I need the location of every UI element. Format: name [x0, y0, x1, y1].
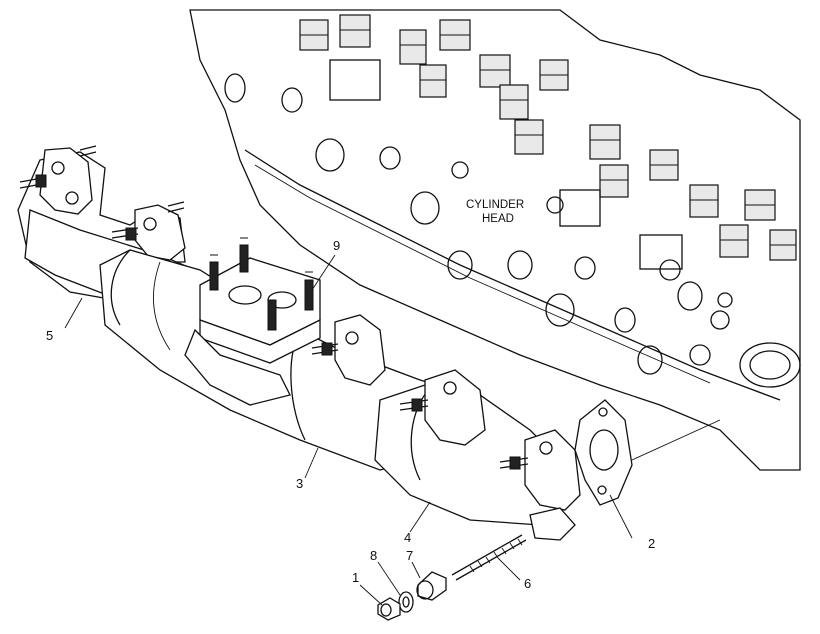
callout-1: 1	[352, 570, 359, 585]
cylinder-head: CYLINDER HEAD	[189, 9, 801, 471]
exhaust-manifold	[17, 145, 581, 541]
callout-9: 9	[333, 238, 340, 253]
callout-4: 4	[404, 530, 411, 545]
callout-3: 3	[296, 476, 303, 491]
cylinder-head-label-line2: HEAD	[482, 213, 514, 225]
callout-7: 7	[406, 548, 413, 563]
callout-6: 6	[524, 576, 531, 591]
valve-train	[299, 14, 797, 308]
exhaust-gasket	[574, 399, 633, 506]
head-face-holes	[224, 73, 801, 388]
cylinder-head-label-line1: CYLINDER	[466, 199, 524, 211]
part-callouts: 9 5 3 4 2 6 7 8 1	[46, 238, 655, 591]
callout-2: 2	[648, 536, 655, 551]
leader-lines	[64, 254, 721, 606]
fastener-stack	[377, 534, 527, 621]
callout-8: 8	[370, 548, 377, 563]
callout-5: 5	[46, 328, 53, 343]
